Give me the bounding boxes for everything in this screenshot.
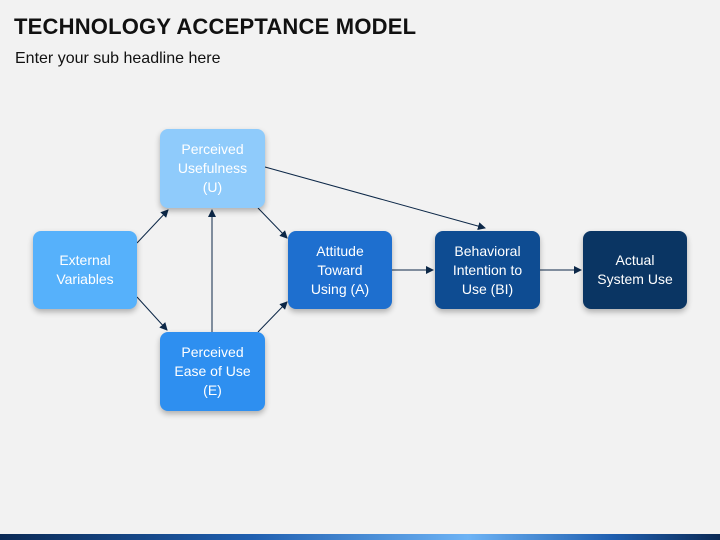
arrow-external-to-pu [136, 209, 169, 244]
arrow-pu-to-bi [264, 166, 486, 230]
arrow-external-to-peou [136, 296, 168, 331]
slide-title: TECHNOLOGY ACCEPTANCE MODEL [14, 14, 417, 39]
slide-subtitle: Enter your sub headline here [15, 50, 221, 67]
attitude-toward-using-box: Attitude Toward Using (A) [288, 231, 392, 309]
actual-system-use-box: Actual System Use [583, 231, 687, 309]
perceived-usefulness-box: Perceived Usefulness (U) [160, 129, 265, 208]
arrow-pu-to-att [257, 207, 288, 239]
behavioral-intention-box: Behavioral Intention to Use (BI) [435, 231, 540, 309]
bottom-accent-bar [0, 534, 720, 540]
arrow-peou-to-att [257, 301, 288, 333]
perceived-ease-of-use-box: Perceived Ease of Use (E) [160, 332, 265, 411]
external-variables-box: External Variables [33, 231, 137, 309]
